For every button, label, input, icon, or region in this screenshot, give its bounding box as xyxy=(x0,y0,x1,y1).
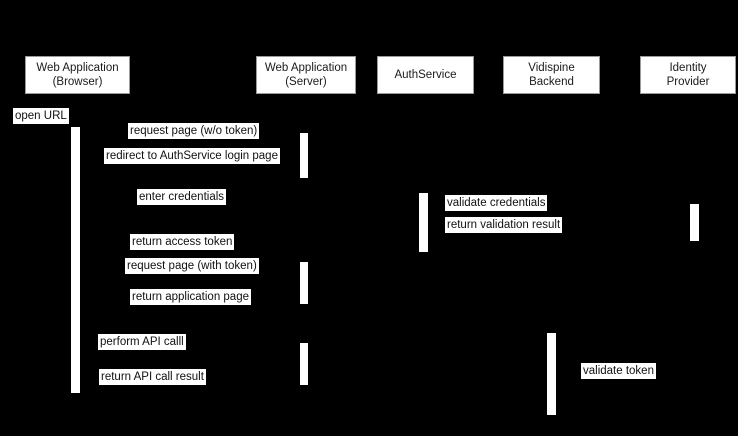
participant-label: Web Application (Server) xyxy=(264,62,348,88)
message-label-m9: return application page xyxy=(130,289,251,305)
participant-label: Vidispine Backend xyxy=(528,62,575,88)
participant-box-auth[interactable]: AuthService xyxy=(377,56,474,94)
activation-bar-idp xyxy=(690,204,699,241)
activation-bar-browser xyxy=(71,127,80,393)
lifeline-idp xyxy=(695,94,696,436)
participant-box-browser[interactable]: Web Application (Browser) xyxy=(25,56,130,94)
message-label-m6: return validation result xyxy=(445,217,563,233)
message-label-m5: validate credentials xyxy=(445,195,548,211)
participant-label: AuthService xyxy=(394,69,457,81)
message-label-m3: redirect to AuthService login page xyxy=(104,148,280,164)
message-label-m8: request page (with token) xyxy=(125,258,259,274)
activation-bar-server xyxy=(300,262,308,304)
message-label-m2: request page (w/o token) xyxy=(128,123,260,139)
participant-label: Web Application (Browser) xyxy=(36,62,119,88)
participant-label: Identity Provider xyxy=(666,62,710,88)
participant-box-idp[interactable]: Identity Provider xyxy=(640,56,736,94)
message-label-m7: return access token xyxy=(130,234,235,250)
activation-bar-server xyxy=(300,343,308,385)
participant-box-vidispine[interactable]: Vidispine Backend xyxy=(503,56,600,94)
lifeline-vidispine xyxy=(552,94,553,436)
lifeline-auth xyxy=(424,94,425,436)
message-label-m1: open URL xyxy=(13,108,69,124)
activation-bar-server xyxy=(300,133,308,178)
participant-box-server[interactable]: Web Application (Server) xyxy=(256,56,356,94)
activation-bar-auth xyxy=(419,193,428,252)
activation-bar-vidispine xyxy=(547,333,556,415)
message-label-m10: perform API calll xyxy=(98,334,186,350)
message-label-m11: return API call result xyxy=(99,369,206,385)
message-label-m4: enter credentials xyxy=(137,189,227,205)
message-label-m12: validate token xyxy=(581,363,656,379)
